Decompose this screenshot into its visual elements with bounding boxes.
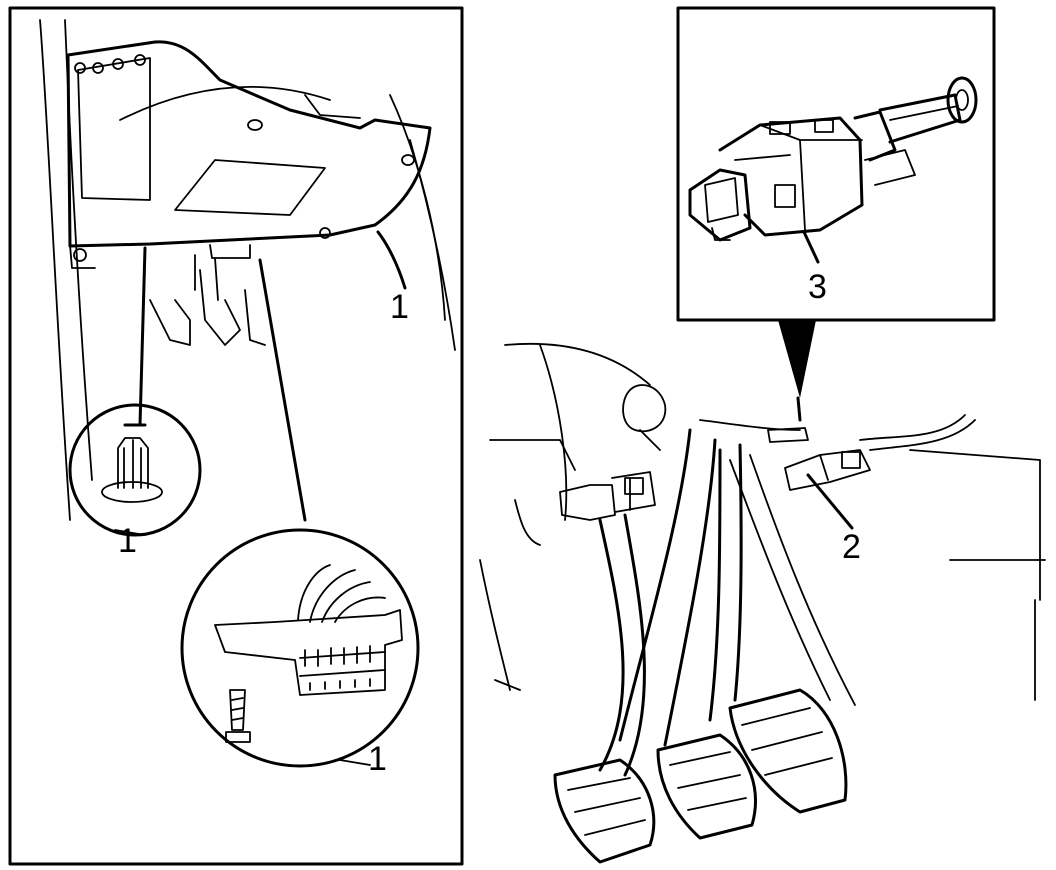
brake-switch-leader-line: [806, 473, 854, 530]
pedal-arms: [598, 428, 856, 777]
callout-3-switch: 3: [808, 268, 827, 306]
callout-1-clip: 1: [118, 522, 137, 560]
right-view-pedal-box: 2: [479, 320, 1046, 864]
callout-1-connector-screw: 1: [368, 740, 387, 778]
switch-detail-frame: [676, 6, 996, 322]
left-view-frame: [8, 6, 464, 866]
lower-dash-trim-panel: [66, 40, 432, 269]
detail-pointer: [778, 320, 816, 398]
switch-detail-box: 3: [676, 6, 996, 322]
pedals-behind-panel: [149, 254, 266, 346]
switch-detail-leader-line: [802, 230, 820, 264]
dashboard-background: [39, 19, 456, 521]
clutch-switch: [559, 471, 656, 521]
pedal-area-background: [479, 342, 1046, 701]
brake-switch-detail-drawing: [688, 76, 978, 242]
left-view-panel-removal: 1 1: [8, 6, 464, 866]
panel-leader-line: [376, 230, 407, 290]
callout-2-brake-switch: 2: [842, 528, 861, 566]
callout-1-panel: 1: [390, 288, 409, 326]
clip-detail: [68, 246, 202, 537]
brake-light-switch: [767, 427, 871, 491]
pedal-pads: [553, 688, 848, 864]
connector-screw-detail: [180, 258, 420, 768]
